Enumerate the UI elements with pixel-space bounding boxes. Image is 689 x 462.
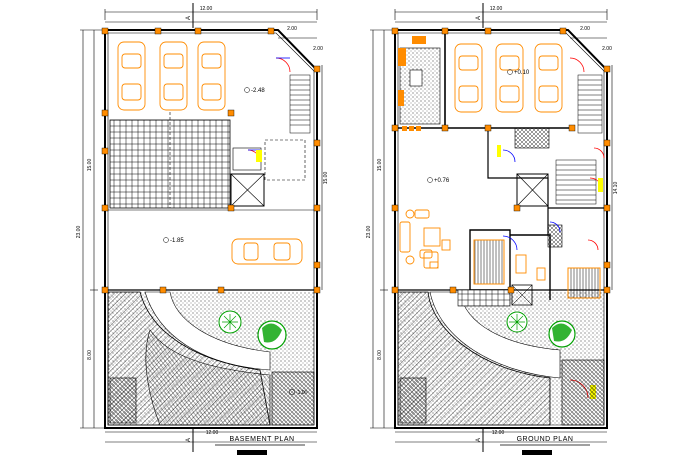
ground-tree-icon [506, 311, 528, 333]
ground-dim-right-mid: 14.10 [613, 182, 619, 195]
basement-dim-bottom: 12.00 [206, 430, 219, 436]
basement-level-garden: -1.00 [289, 389, 308, 396]
ground-dim-left-total: 23.00 [366, 226, 372, 239]
svg-text:-2.48: -2.48 [251, 88, 265, 94]
ground-garage-cars [454, 43, 563, 113]
ground-bathroom [514, 127, 563, 248]
basement-plan: 12.00 2.00 2.00 23.00 15.00 8.00 15.00 1… [76, 3, 329, 455]
ground-dim-right-top2: 2.00 [602, 46, 612, 52]
ground-living-furniture [399, 209, 451, 269]
basement-plan-title: BASEMENT PLAN [229, 436, 294, 443]
ground-dim-bottom: 12.00 [492, 430, 505, 436]
basement-parking-cars [117, 41, 303, 265]
basement-columns [101, 27, 321, 294]
ground-tree-icon [548, 320, 576, 348]
svg-text:A: A [476, 16, 482, 20]
basement-section-mark-bottom: A [186, 428, 194, 452]
ground-dim-left-lower: 8.00 [377, 350, 383, 360]
ground-stairs [555, 74, 603, 205]
car-icon [159, 41, 188, 111]
car-icon [117, 41, 146, 111]
svg-text:+0.10: +0.10 [514, 70, 530, 76]
svg-text:+0.76: +0.76 [434, 178, 450, 184]
ground-bedroom [473, 239, 601, 299]
svg-text:A: A [476, 438, 482, 442]
basement-scale-bar [237, 450, 267, 455]
ground-garden [397, 289, 605, 426]
ground-kitchen [398, 36, 441, 131]
ground-dim-top: 12.00 [490, 6, 503, 12]
car-icon [495, 43, 524, 113]
car-icon [534, 43, 563, 113]
svg-text:A: A [186, 438, 192, 442]
ground-dimensions [370, 9, 613, 443]
ground-lift [511, 173, 549, 306]
car-icon [454, 43, 483, 113]
basement-dim-top: 12.00 [200, 6, 213, 12]
basement-dim-right-top2: 2.00 [313, 46, 323, 52]
basement-level-parking: -2.48 [244, 87, 265, 94]
basement-dim-left-upper: 15.00 [87, 159, 93, 172]
basement-garden [107, 291, 315, 426]
ground-plan: 12.00 2.00 2.00 23.00 15.00 8.00 14.10 1… [366, 3, 619, 455]
ground-scale-bar [522, 450, 552, 455]
basement-level-hall: -1.85 [163, 237, 184, 244]
basement-section-mark-top: A [186, 3, 194, 28]
ground-section-mark-top: A [476, 3, 484, 28]
ground-level-garage: +0.10 [507, 69, 530, 76]
ground-section-mark-bottom: A [476, 428, 484, 452]
ground-level-living: +0.76 [427, 177, 450, 184]
svg-text:-1.00: -1.00 [296, 390, 308, 396]
basement-storage [264, 139, 306, 181]
basement-dim-left-total: 23.00 [76, 226, 82, 239]
ground-columns [391, 27, 611, 294]
ground-dim-right-top: 2.00 [580, 26, 590, 32]
svg-text:-1.85: -1.85 [170, 238, 184, 244]
basement-tree-icon [218, 310, 242, 334]
ground-plan-title: GROUND PLAN [517, 436, 574, 443]
basement-dim-left-lower: 8.00 [87, 350, 93, 360]
basement-stairs [289, 74, 311, 134]
car-icon [231, 238, 303, 265]
basement-doors [247, 57, 291, 163]
basement-dim-right-top: 2.00 [287, 26, 297, 32]
svg-text:A: A [186, 16, 192, 20]
ground-dim-left-upper: 15.00 [377, 159, 383, 172]
basement-dimensions [80, 9, 323, 443]
basement-tree-icon [257, 320, 287, 350]
car-icon [197, 41, 226, 111]
basement-dim-right-mid: 15.00 [323, 172, 329, 185]
